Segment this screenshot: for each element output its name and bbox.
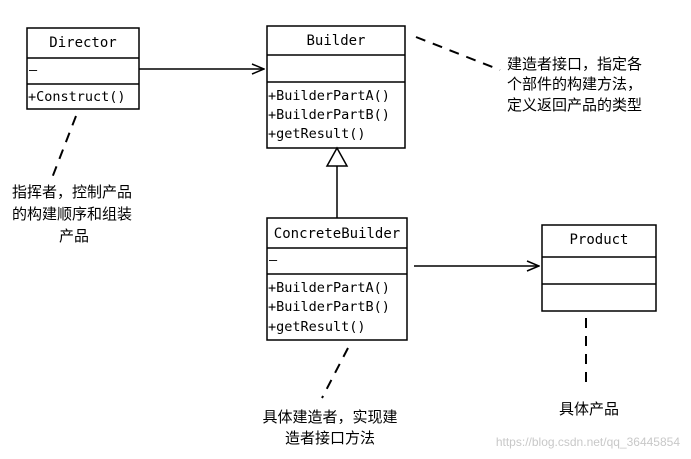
note-director-line-1: 指挥者，控制产品 xyxy=(12,183,132,201)
director-box xyxy=(26,27,140,110)
director-method: +Construct() xyxy=(28,89,126,105)
note-concrete-builder-line-2: 造者接口方法 xyxy=(285,429,375,447)
class-product: Product xyxy=(541,224,657,312)
concrete-builder-method-a: +BuilderPartA() xyxy=(268,280,390,296)
note-director: 指挥者，控制产品 的构建顺序和组装 产品 xyxy=(12,183,132,245)
note-product-line-1: 具体产品 xyxy=(559,400,619,418)
concrete-builder-box xyxy=(266,217,408,341)
concrete-builder-name: ConcreteBuilder xyxy=(274,226,400,242)
builder-method-result: +getResult() xyxy=(268,126,366,142)
concrete-builder-method-b: +BuilderPartB() xyxy=(268,299,390,315)
director-name: Director xyxy=(49,35,116,51)
concrete-builder-attributes: — xyxy=(269,252,278,268)
note-builder-line-1: 建造者接口，指定各 xyxy=(507,55,642,73)
generalization-triangle xyxy=(325,146,349,167)
builder-method-a: +BuilderPartA() xyxy=(268,88,390,104)
note-connector-builder xyxy=(415,36,501,71)
concrete-builder-method-result: +getResult() xyxy=(268,319,366,335)
class-concrete-builder: ConcreteBuilder — +BuilderPartA() +Build… xyxy=(266,217,408,341)
director-attributes: — xyxy=(29,62,38,78)
note-builder-line-3: 定义返回产品的类型 xyxy=(507,96,642,114)
product-box xyxy=(541,224,657,312)
note-builder-line-2: 个部件的构建方法， xyxy=(507,75,642,93)
note-director-line-3: 产品 xyxy=(59,227,89,245)
watermark: https://blog.csdn.net/qq_36445854 xyxy=(496,435,680,449)
product-name: Product xyxy=(569,232,628,248)
class-director: Director — +Construct() xyxy=(26,27,140,110)
note-concrete-builder-line-1: 具体建造者，实现建 xyxy=(262,408,397,426)
note-connector-director xyxy=(51,115,77,179)
note-builder: 建造者接口，指定各 个部件的构建方法， 定义返回产品的类型 xyxy=(507,55,642,114)
note-product: 具体产品 xyxy=(559,400,619,418)
builder-method-b: +BuilderPartB() xyxy=(268,107,390,123)
builder-name: Builder xyxy=(306,33,365,49)
note-connector-concrete-builder xyxy=(321,347,349,399)
builder-box xyxy=(266,25,406,149)
note-concrete-builder: 具体建造者，实现建 造者接口方法 xyxy=(262,408,397,447)
class-builder: Builder +BuilderPartA() +BuilderPartB() … xyxy=(266,25,406,149)
note-director-line-2: 的构建顺序和组装 xyxy=(12,205,132,223)
